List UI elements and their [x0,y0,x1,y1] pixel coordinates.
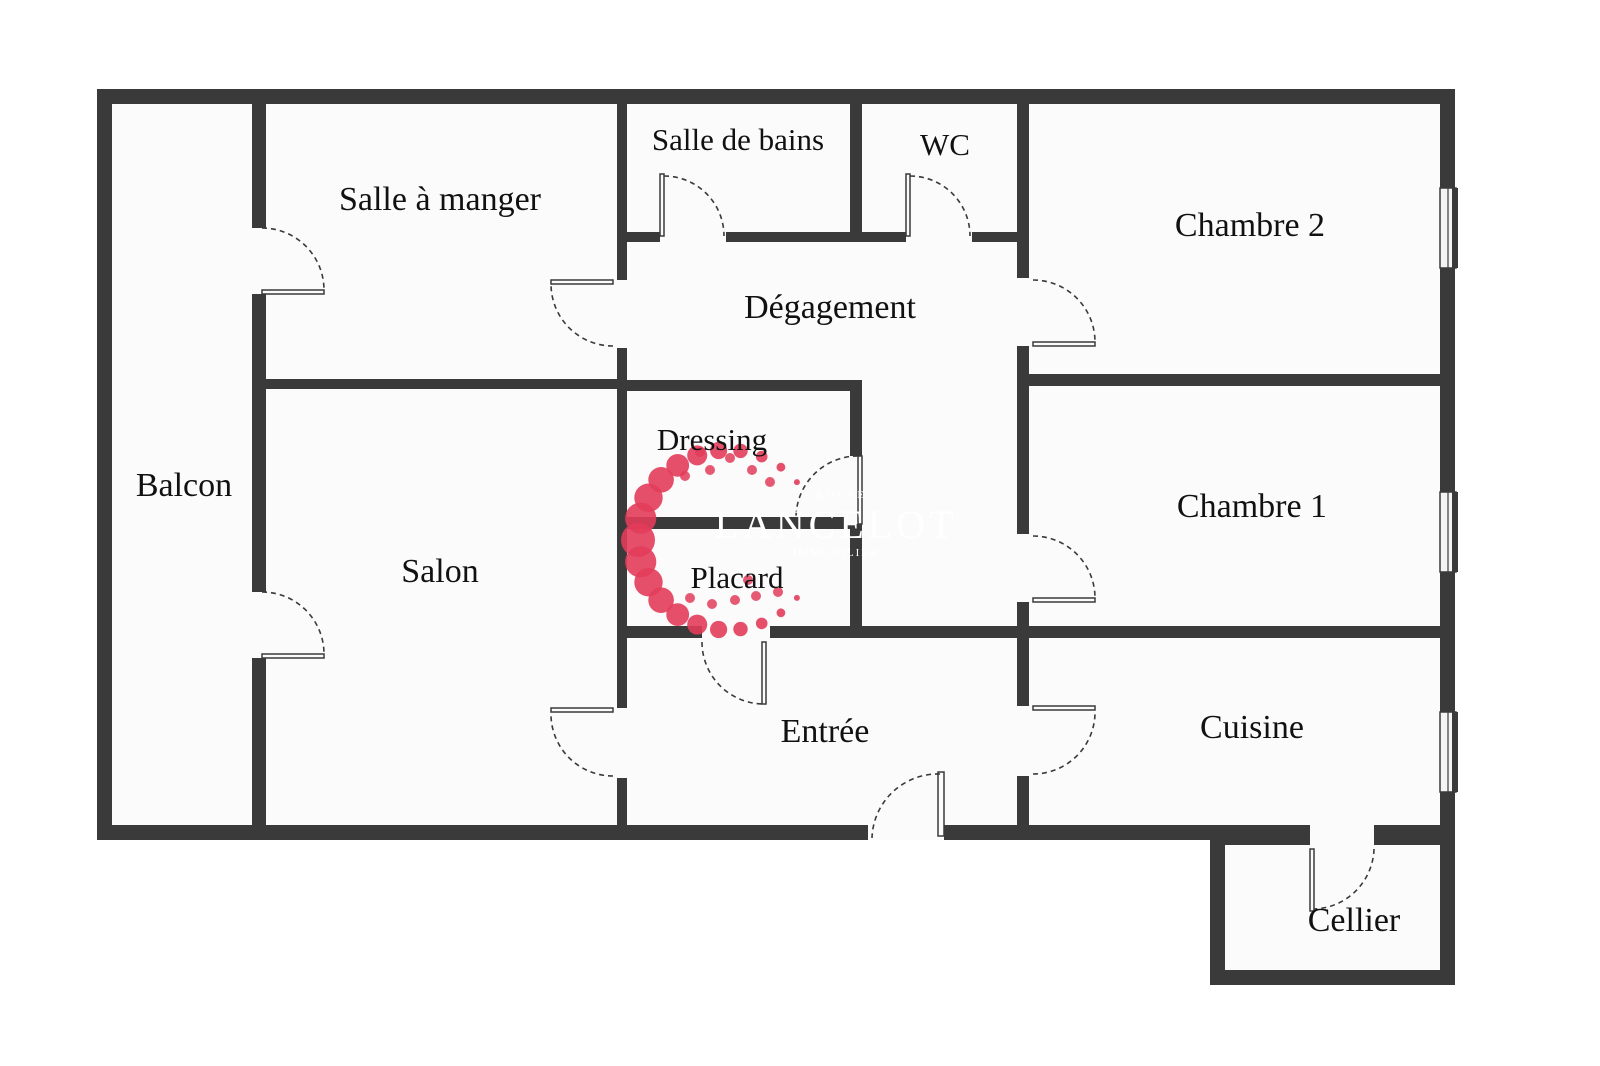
door-salle-a-manger-degagement [550,279,631,348]
label-chambre-2: Chambre 2 [1175,207,1325,244]
watermark-brand-top: GROUPE [805,489,867,501]
door-salon-entree [550,707,631,778]
door-entree-main [868,771,945,840]
label-cuisine: Cuisine [1200,709,1304,746]
label-wc: WC [920,127,970,162]
floor-cellier [1225,845,1440,970]
door-chambre-1 [1013,534,1096,603]
label-placard: Placard [691,560,784,595]
door-wc [905,173,972,246]
watermark-brand-sub: IMMOBILIER [793,547,880,559]
label-entree: Entrée [781,713,870,750]
watermark-logo-icon [621,441,800,639]
door-cuisine [1013,705,1096,776]
room-labels: Balcon Salle à manger Salle de bains WC … [136,122,1401,939]
door-cellier [1309,825,1375,912]
window-chambre-2 [1439,187,1458,269]
door-dressing [795,455,864,525]
room-floors [112,104,1440,970]
label-degagement: Dégagement [744,289,916,326]
door-chambre-2 [1013,278,1096,347]
label-balcon: Balcon [136,467,232,504]
door-salle-de-bains [659,173,726,246]
label-salle-de-bains: Salle de bains [652,122,824,157]
label-cellier: Cellier [1308,902,1401,939]
label-chambre-1: Chambre 1 [1177,488,1327,525]
label-salon: Salon [401,553,478,590]
floor-entree [627,638,1017,825]
floor-degagement [627,242,1017,626]
brand-watermark: GROUPE LANCELOT IMMOBILIER [621,441,957,639]
openings [248,173,1458,912]
door-salle-a-manger-balcon [248,227,325,295]
floor-chambre-1 [1029,386,1440,626]
watermark-brand: LANCELOT [714,502,957,547]
floor-salle-a-manger [266,104,617,379]
label-dressing: Dressing [657,422,767,457]
window-chambre-1 [1439,491,1458,573]
label-salle-a-manger: Salle à manger [339,181,542,218]
door-salon-balcon [248,591,325,659]
floor-chambre-2 [1029,104,1440,374]
floor-salon [266,389,617,825]
floor-wc [862,104,1017,232]
floor-cuisine [1029,638,1440,825]
window-cuisine [1439,711,1458,793]
floor-balcon [112,104,252,825]
